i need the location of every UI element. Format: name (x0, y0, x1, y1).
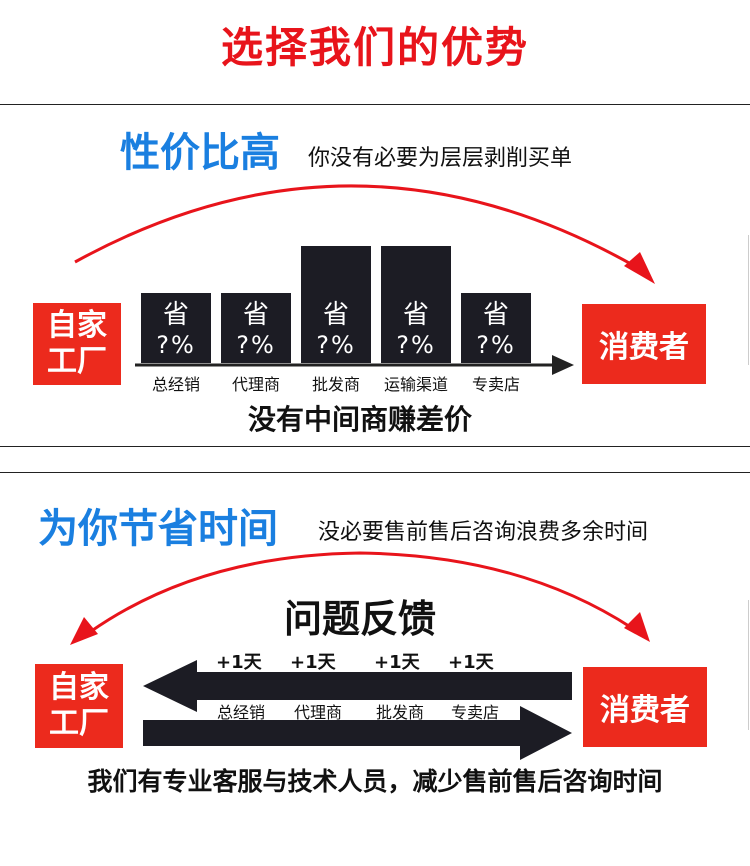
consumer-box: 消费者 (582, 304, 706, 384)
arrowhead (624, 252, 655, 284)
section1-heading: 性价比高 (120, 130, 280, 176)
consumer-box: 消费者 (583, 667, 707, 747)
saving-bar: 省 ?% (301, 246, 371, 363)
divider (0, 472, 750, 473)
channel-label: 批发商 (375, 703, 424, 722)
saving-label: 省 (162, 300, 189, 330)
saving-percent: ?% (396, 331, 436, 359)
channel-label: 代理商 (231, 375, 280, 394)
section1-caption: 没有中间商赚差价 (247, 403, 472, 436)
channel-label: 代理商 (293, 703, 342, 722)
saving-label: 省 (482, 300, 509, 330)
arrowhead (70, 617, 98, 645)
delay-tag: +1天 (374, 652, 420, 673)
divider (0, 446, 750, 447)
page-title: 选择我们的优势 (220, 23, 529, 72)
saving-percent: ?% (316, 331, 356, 359)
channel-label: 批发商 (311, 375, 360, 394)
section1-subtitle: 你没有必要为层层剥削买单 (308, 146, 573, 171)
saving-bar: 省 ?% (141, 293, 211, 363)
delay-tag: +1天 (448, 652, 494, 673)
section2-subtitle: 没必要售前售后咨询浪费多余时间 (318, 520, 649, 545)
arrowhead (624, 612, 650, 642)
arc-arrow (74, 184, 646, 274)
section2-caption: 我们有专业客服与技术人员，减少售前售后咨询时间 (87, 767, 663, 796)
saving-label: 省 (242, 300, 269, 330)
channel-label: 运输渠道 (383, 375, 448, 394)
saving-bar: 省 ?% (461, 293, 531, 363)
delay-tag: +1天 (216, 652, 262, 673)
channel-label: 总经销 (151, 375, 200, 394)
channel-label: 专卖店 (471, 375, 520, 394)
arc-arrow (89, 551, 633, 634)
saving-percent: ?% (156, 331, 196, 359)
back-arrow (143, 660, 572, 712)
saving-percent: ?% (476, 331, 516, 359)
delay-tag: +1天 (290, 652, 336, 673)
saving-percent: ?% (236, 331, 276, 359)
divider (0, 104, 750, 105)
saving-label: 省 (402, 300, 429, 330)
factory-box: 自家 工厂 (33, 303, 121, 385)
divider (748, 235, 749, 365)
section2-heading: 为你节省时间 (38, 506, 278, 552)
forward-arrow (143, 706, 572, 760)
saving-bar: 省 ?% (221, 293, 291, 363)
divider (748, 600, 749, 730)
channel-label: 专卖店 (450, 703, 499, 722)
arrowhead (552, 355, 574, 375)
saving-bar: 省 ?% (381, 246, 451, 363)
channel-label: 总经销 (216, 703, 265, 722)
factory-box: 自家 工厂 (35, 664, 123, 748)
saving-label: 省 (322, 300, 349, 330)
feedback-heading: 问题反馈 (283, 597, 436, 641)
